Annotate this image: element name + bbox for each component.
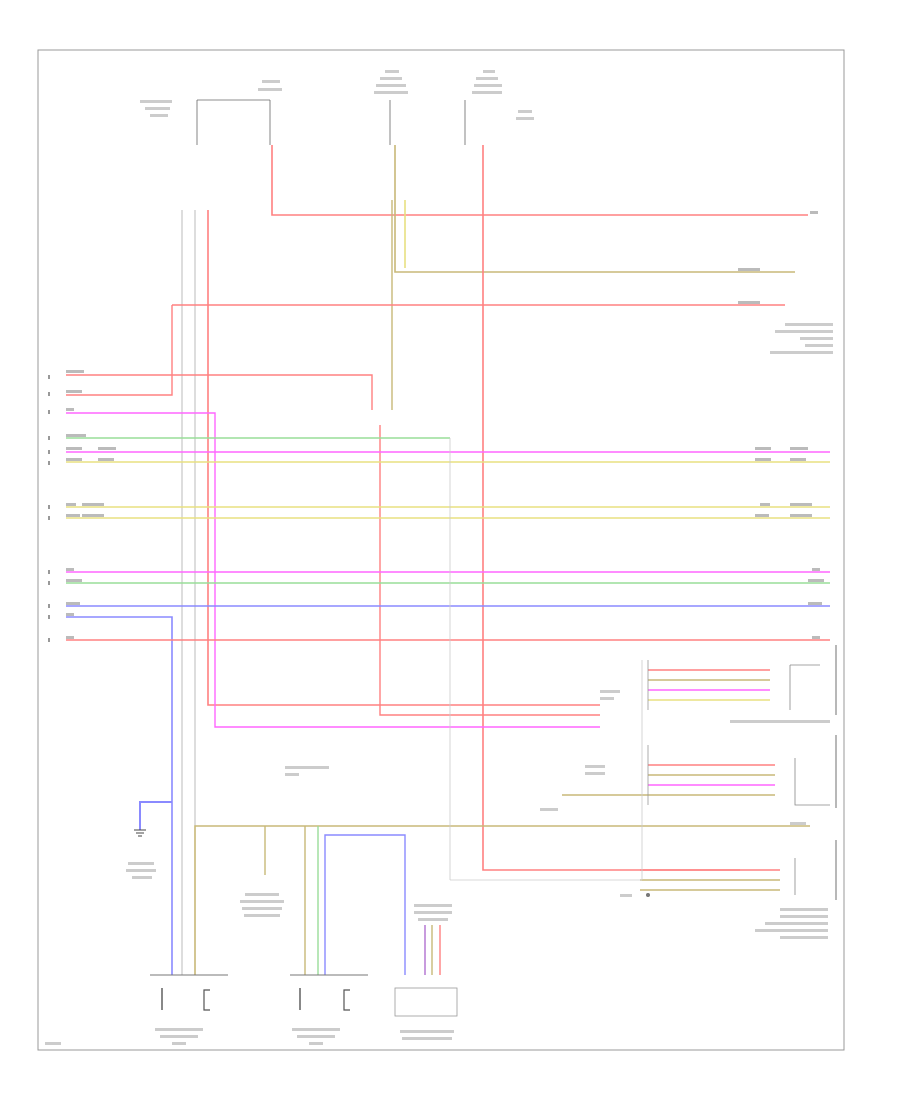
- fuse-label-4d: [472, 91, 502, 94]
- fuse-label-4c: [474, 84, 502, 87]
- mid-label-3: [242, 907, 282, 910]
- fuse-label-1: [140, 100, 172, 103]
- fuse-label-3b: [380, 77, 402, 80]
- fuse-label-3d: [374, 91, 408, 94]
- component-right: [394, 987, 458, 1040]
- wire-tan-fuse3: [394, 145, 795, 273]
- left-pin-numbers: [48, 375, 50, 642]
- fuse-group: [196, 99, 466, 145]
- wire-red-left-row: [66, 374, 373, 410]
- label-tan-mid-right: [790, 822, 806, 825]
- fuse-bottom-cluster: [414, 904, 452, 975]
- mid-label-1: [245, 893, 279, 896]
- connector-top-right: [600, 645, 837, 723]
- fuse-label-1b: [145, 107, 170, 110]
- fuse-label-4f: [516, 117, 534, 120]
- fuse-label-2b: [258, 88, 282, 91]
- wire-red-tie: [66, 305, 173, 396]
- wire-blue-bottom: [324, 834, 406, 975]
- wire-red-mid: [379, 425, 600, 716]
- fuse-label-2: [262, 80, 280, 83]
- center-note: [285, 766, 329, 769]
- frame-corner-label: [45, 1042, 61, 1045]
- bus-labels-right: [738, 211, 824, 639]
- fuse-label-3c: [376, 84, 406, 87]
- ground-left: [126, 801, 172, 879]
- wire-red-left: [207, 210, 600, 706]
- fuse-label-4: [483, 70, 495, 73]
- mid-label-4: [244, 914, 280, 917]
- bus-blue-2: [66, 616, 173, 975]
- fuse-label-4e: [518, 110, 532, 113]
- connector-middle-right: [540, 735, 837, 811]
- wire-pink-left: [66, 412, 600, 728]
- bus-labels-left: [66, 370, 116, 639]
- component-left: [150, 974, 228, 1045]
- fuse-label-3: [385, 70, 399, 73]
- fuse-label-4b: [476, 77, 498, 80]
- right-upper-labels: [770, 323, 833, 354]
- fuse-labels: [140, 70, 534, 120]
- center-note-2: [285, 773, 299, 776]
- mid-label-2: [240, 900, 284, 903]
- component-middle: [290, 974, 368, 1045]
- wire-red-fuse2: [271, 145, 808, 216]
- connector-bottom-right: [620, 840, 837, 939]
- fuse-label-1c: [150, 114, 168, 117]
- diagram-frame: [37, 49, 845, 1051]
- wire-tan-mid-horiz: [194, 825, 810, 975]
